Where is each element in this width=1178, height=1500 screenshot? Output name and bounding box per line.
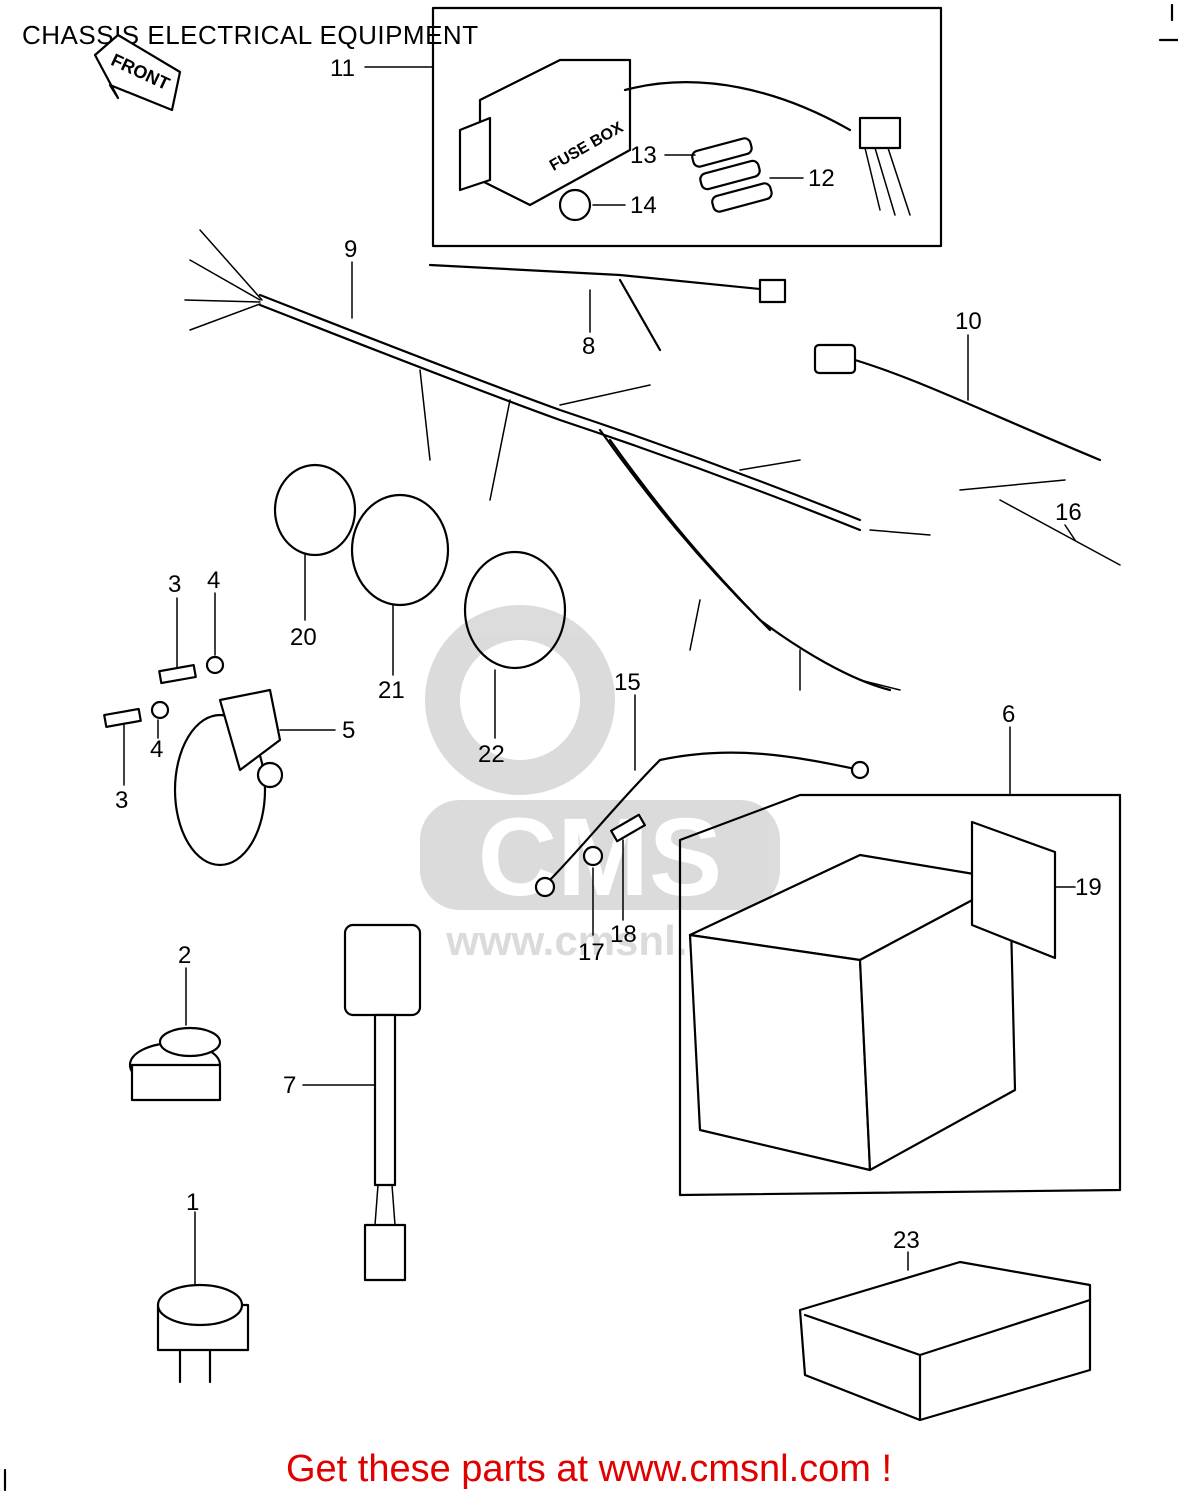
horn-and-bolts xyxy=(103,655,284,867)
callout-21: 21 xyxy=(378,677,405,704)
harness-8 xyxy=(428,263,787,352)
callout-23: 23 xyxy=(893,1227,920,1254)
corner-mark xyxy=(3,3,1178,1492)
callout-3a: 3 xyxy=(168,571,181,598)
relay-1 xyxy=(156,1283,250,1384)
battery-assembly xyxy=(678,793,1122,1197)
callout-2: 2 xyxy=(178,942,191,969)
callout-8: 8 xyxy=(582,333,595,360)
callout-16: 16 xyxy=(1055,499,1082,526)
page-title: CHASSIS ELECTRICAL EQUIPMENT xyxy=(22,20,479,50)
front-arrow-icon: FRONT xyxy=(93,33,182,112)
band-clamps xyxy=(273,463,567,670)
relay-2 xyxy=(128,1026,222,1102)
callout-11: 11 xyxy=(330,55,355,82)
connector-7 xyxy=(343,923,422,1282)
callout-18: 18 xyxy=(610,921,637,948)
callout-4a: 4 xyxy=(207,567,220,594)
footer-link[interactable]: Get these parts at www.cmsnl.com ! xyxy=(285,1448,893,1490)
callout-3b: 3 xyxy=(115,787,128,814)
fuse-box-assembly: FUSE BOX xyxy=(431,6,943,248)
callout-leaders xyxy=(123,66,1076,1286)
callout-5: 5 xyxy=(342,717,355,744)
callout-14: 14 xyxy=(630,192,657,219)
watermark: CMS www.cmsnl.com xyxy=(420,605,780,964)
main-harness xyxy=(184,229,931,692)
callout-4b: 4 xyxy=(150,736,163,763)
callout-19: 19 xyxy=(1075,874,1102,901)
callout-20: 20 xyxy=(290,624,317,651)
callout-9: 9 xyxy=(344,236,357,263)
callout-6: 6 xyxy=(1002,701,1015,728)
callout-13: 13 xyxy=(630,142,657,169)
callout-7: 7 xyxy=(283,1072,296,1099)
callout-15: 15 xyxy=(614,669,641,696)
callout-10: 10 xyxy=(955,308,982,335)
callout-12: 12 xyxy=(808,165,835,192)
harness-10 xyxy=(813,343,1121,566)
callout-numbers: 1 2 3 3 4 4 5 6 7 8 9 10 11 12 13 14 15 … xyxy=(115,55,1102,1254)
battery-cables xyxy=(534,751,870,898)
callout-1: 1 xyxy=(186,1189,199,1216)
battery-case-23 xyxy=(798,1260,1092,1422)
callout-17: 17 xyxy=(578,939,605,966)
callout-22: 22 xyxy=(478,741,505,768)
